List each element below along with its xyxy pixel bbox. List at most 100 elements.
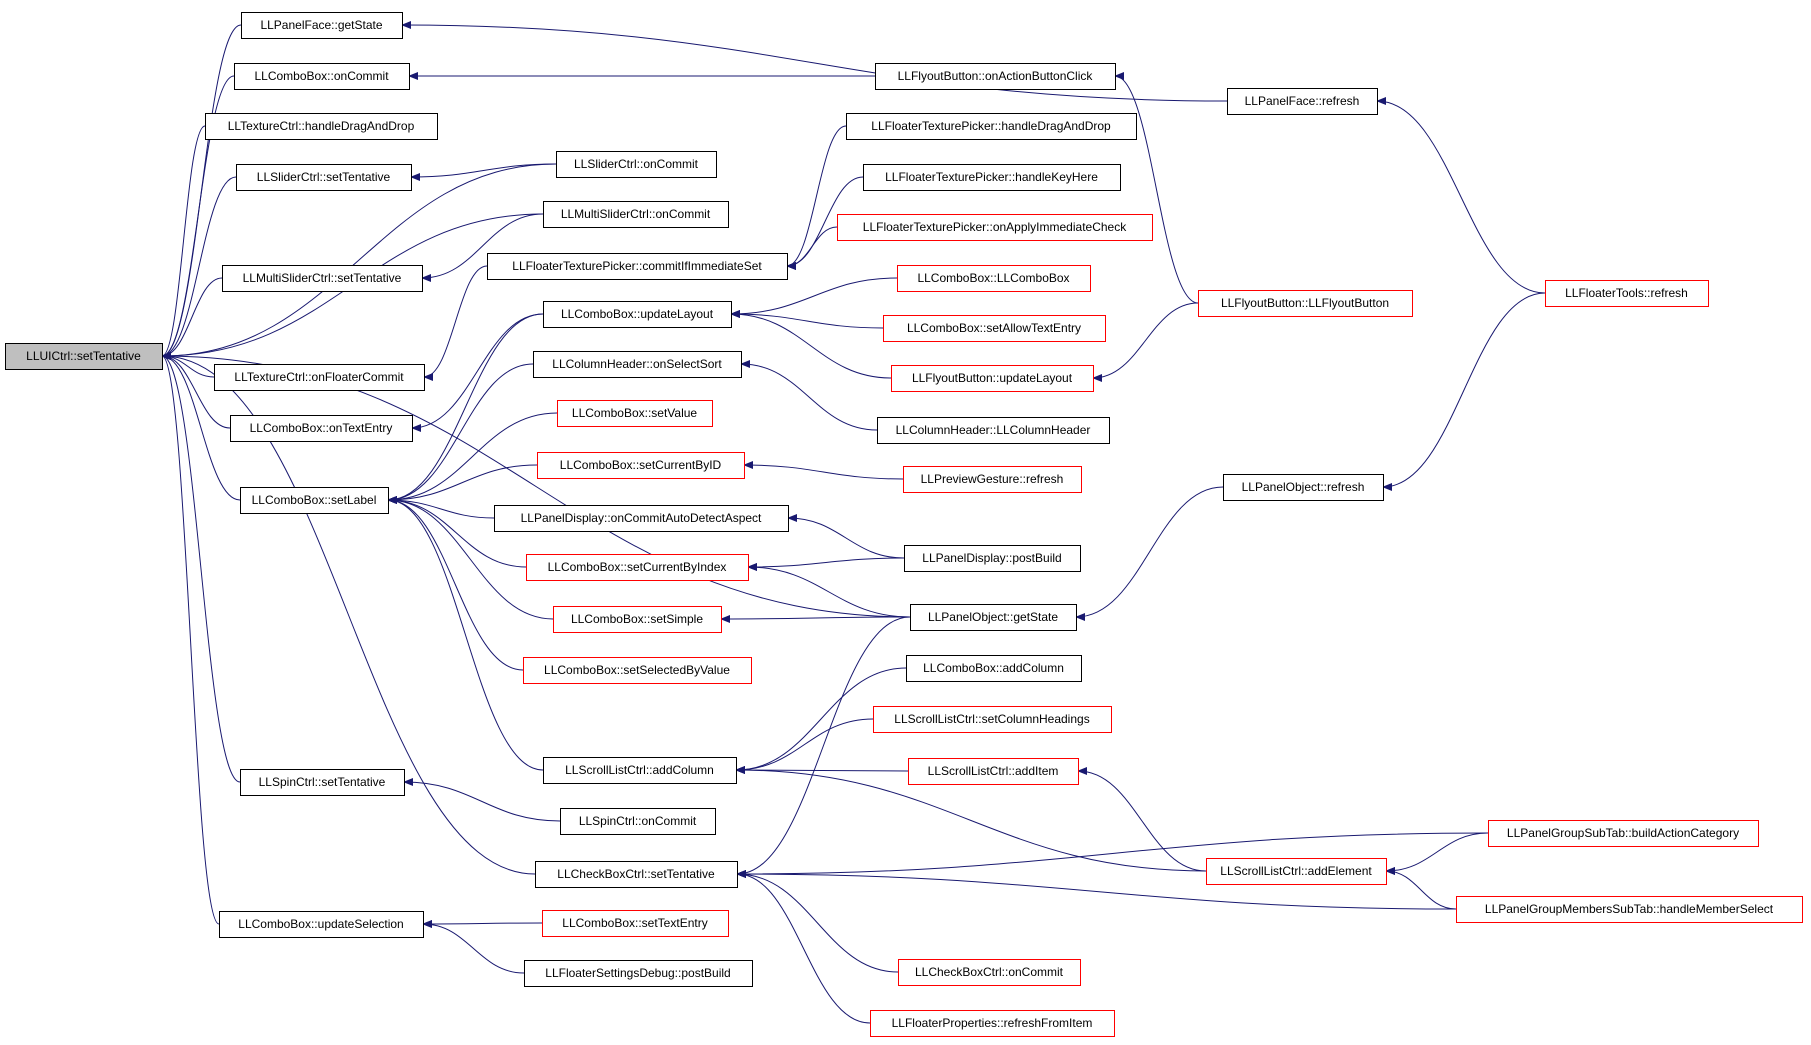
call-edge: [1385, 832, 1489, 875]
graph-node-cb-setCurID[interactable]: LLComboBox::setCurrentByID: [537, 452, 745, 479]
graph-node-cb-setCurIdx[interactable]: LLComboBox::setCurrentByIndex: [526, 554, 749, 581]
graph-node-fb-oabc[interactable]: LLFlyoutButton::onActionButtonClick: [875, 63, 1116, 90]
node-label: LLSliderCtrl::setTentative: [257, 170, 391, 184]
graph-node-cb-addCol[interactable]: LLComboBox::addColumn: [906, 655, 1082, 682]
graph-node-slc-setColHead[interactable]: LLScrollListCtrl::setColumnHeadings: [873, 706, 1112, 733]
call-edge: [161, 352, 220, 925]
graph-node-ftp-oaic[interactable]: LLFloaterTexturePicker::onApplyImmediate…: [837, 214, 1153, 241]
call-edge: [422, 919, 543, 928]
graph-node-po-refresh[interactable]: LLPanelObject::refresh: [1223, 474, 1384, 501]
graph-node-tc-hdd[interactable]: LLTextureCtrl::handleDragAndDrop: [205, 113, 438, 140]
graph-node-sc-setTent[interactable]: LLSliderCtrl::setTentative: [236, 164, 412, 191]
node-box: [1545, 280, 1709, 307]
graph-node-msc-onCommit[interactable]: LLMultiSliderCtrl::onCommit: [543, 201, 729, 228]
call-edge: [411, 313, 544, 432]
graph-node-slc-addElem[interactable]: LLScrollListCtrl::addElement: [1206, 858, 1387, 885]
graph-node-ch-onSelSort[interactable]: LLColumnHeader::onSelectSort: [533, 351, 742, 378]
call-edge: [786, 125, 847, 270]
node-box: [891, 365, 1094, 392]
graph-node-fb-updLayout[interactable]: LLFlyoutButton::updateLayout: [891, 365, 1094, 392]
graph-node-cb-setTextEntry[interactable]: LLComboBox::setTextEntry: [542, 910, 729, 937]
graph-node-cb-setAllow[interactable]: LLComboBox::setAllowTextEntry: [883, 315, 1106, 342]
call-edge: [161, 277, 223, 360]
node-box: [553, 606, 722, 633]
call-edge: [161, 75, 235, 360]
graph-node-cb-setValue[interactable]: LLComboBox::setValue: [557, 400, 713, 427]
node-box: [556, 151, 717, 178]
node-box: [543, 301, 732, 328]
node-label: LLScrollListCtrl::addColumn: [565, 763, 714, 777]
call-edge: [740, 360, 878, 431]
node-box: [877, 417, 1110, 444]
node-label: LLScrollListCtrl::addItem: [928, 764, 1059, 778]
node-label: LLComboBox::setSelectedByValue: [544, 663, 730, 677]
graph-node-pgst-bac[interactable]: LLPanelGroupSubTab::buildActionCategory: [1488, 820, 1759, 847]
call-edge: [1114, 72, 1199, 304]
graph-node-ft-refresh[interactable]: LLFloaterTools::refresh: [1545, 280, 1709, 307]
node-label: LLComboBox::LLComboBox: [917, 271, 1069, 285]
call-edge: [735, 667, 907, 774]
graph-node-ftp-hdd[interactable]: LLFloaterTexturePicker::handleDragAndDro…: [846, 113, 1137, 140]
graph-node-cb-updSel[interactable]: LLComboBox::updateSelection: [219, 911, 424, 938]
call-edge: [730, 310, 892, 379]
graph-node-slc-addCol[interactable]: LLScrollListCtrl::addColumn: [543, 757, 737, 784]
call-edge: [161, 352, 241, 501]
node-box: [1198, 290, 1413, 317]
graph-node-root[interactable]: LLUICtrl::setTentative: [5, 343, 163, 370]
graph-node-msc-setTent[interactable]: LLMultiSliderCtrl::setTentative: [222, 265, 423, 292]
graph-node-ftp-hkh[interactable]: LLFloaterTexturePicker::handleKeyHere: [863, 164, 1121, 191]
node-label: LLComboBox::addColumn: [923, 661, 1064, 675]
call-edge: [423, 265, 488, 381]
graph-node-spin-setTent[interactable]: LLSpinCtrl::setTentative: [240, 769, 405, 796]
graph-node-fsd-postBuild[interactable]: LLFloaterSettingsDebug::postBuild: [524, 960, 753, 987]
graph-node-cb-setSimple[interactable]: LLComboBox::setSimple: [553, 606, 722, 633]
node-box: [846, 113, 1137, 140]
node-box: [533, 351, 742, 378]
node-box: [222, 265, 423, 292]
graph-node-po-getState[interactable]: LLPanelObject::getState: [910, 604, 1077, 631]
graph-node-pd-ocada[interactable]: LLPanelDisplay::onCommitAutoDetectAspect: [494, 505, 789, 532]
graph-node-fb-ctor[interactable]: LLFlyoutButton::LLFlyoutButton: [1198, 290, 1413, 317]
graph-node-cb-setLabel[interactable]: LLComboBox::setLabel: [240, 487, 389, 514]
graph-node-spin-onCommit[interactable]: LLSpinCtrl::onCommit: [560, 808, 716, 835]
graph-node-pd-postBuild[interactable]: LLPanelDisplay::postBuild: [904, 545, 1081, 572]
node-label: LLPanelGroupSubTab::buildActionCategory: [1507, 826, 1739, 840]
graph-node-chk-onCommit[interactable]: LLCheckBoxCtrl::onCommit: [898, 959, 1081, 986]
graph-node-cb-ctor[interactable]: LLComboBox::LLComboBox: [897, 265, 1091, 292]
node-box: [219, 911, 424, 938]
node-box: [1206, 858, 1387, 885]
node-label: LLFlyoutButton::updateLayout: [912, 371, 1073, 385]
node-box: [537, 452, 745, 479]
graph-node-fp-rfi[interactable]: LLFloaterProperties::refreshFromItem: [870, 1010, 1115, 1037]
graph-node-slc-addItem[interactable]: LLScrollListCtrl::addItem: [908, 758, 1079, 785]
graph-node-pf-getState[interactable]: LLPanelFace::getState: [241, 12, 403, 39]
graph-node-ch-ctor[interactable]: LLColumnHeader::LLColumnHeader: [877, 417, 1110, 444]
call-edge: [735, 766, 1207, 872]
graph-node-sc-onCommit[interactable]: LLSliderCtrl::onCommit: [556, 151, 717, 178]
graph-node-pgmst-hms[interactable]: LLPanelGroupMembersSubTab::handleMemberS…: [1456, 896, 1803, 923]
node-box: [908, 758, 1079, 785]
node-label: LLTextureCtrl::onFloaterCommit: [234, 370, 404, 384]
node-box: [1227, 88, 1378, 115]
node-box: [1488, 820, 1759, 847]
node-label: LLColumnHeader::onSelectSort: [552, 357, 722, 371]
node-box: [904, 545, 1081, 572]
graph-node-ftp-commit[interactable]: LLFloaterTexturePicker::commitIfImmediat…: [487, 253, 788, 280]
node-label: LLPanelGroupMembersSubTab::handleMemberS…: [1485, 902, 1774, 916]
node-label: LLCheckBoxCtrl::onCommit: [915, 965, 1064, 979]
graph-node-chk-setTent[interactable]: LLCheckBoxCtrl::setTentative: [535, 861, 738, 888]
call-edge: [161, 352, 231, 429]
graph-node-pf-refresh[interactable]: LLPanelFace::refresh: [1227, 88, 1378, 115]
call-edge: [786, 226, 838, 270]
graph-node-cb-onTextEntry[interactable]: LLComboBox::onTextEntry: [230, 415, 413, 442]
graph-node-tc-ofc[interactable]: LLTextureCtrl::onFloaterCommit: [214, 364, 425, 391]
node-label: LLFloaterTools::refresh: [1565, 286, 1688, 300]
graph-node-pg-refresh[interactable]: LLPreviewGesture::refresh: [903, 466, 1082, 493]
call-edge: [1077, 767, 1207, 872]
node-box: [543, 757, 737, 784]
graph-node-cb-onCommit[interactable]: LLComboBox::onCommit: [234, 63, 410, 90]
node-box: [557, 400, 713, 427]
node-label: LLFlyoutButton::LLFlyoutButton: [1221, 296, 1389, 310]
graph-node-cb-setSelByVal[interactable]: LLComboBox::setSelectedByValue: [523, 657, 752, 684]
graph-node-cb-updLayout[interactable]: LLComboBox::updateLayout: [543, 301, 732, 328]
